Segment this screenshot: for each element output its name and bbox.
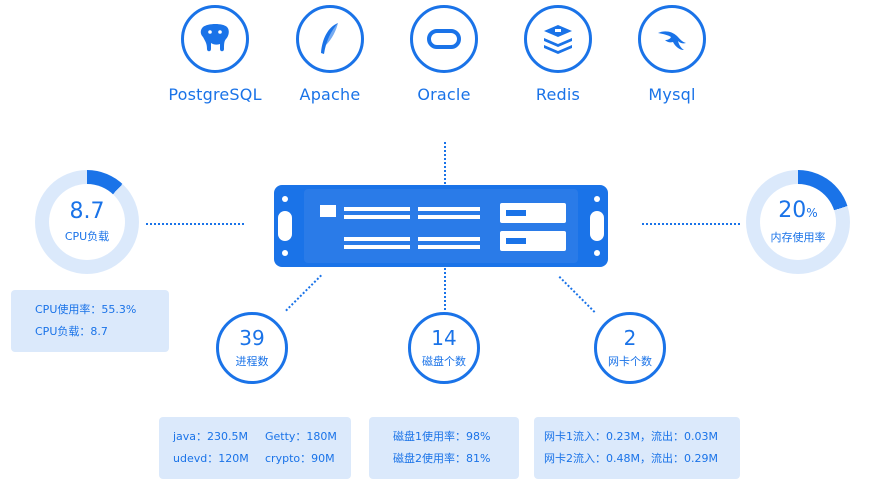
- postgresql-elephant-icon: [181, 5, 249, 73]
- nic-count: 2: [623, 326, 637, 350]
- service-label: Mysql: [648, 85, 696, 104]
- disk-details-panel: 磁盘1使用率：98% 磁盘2使用率：81%: [369, 417, 519, 479]
- service-oracle[interactable]: Oracle: [394, 5, 494, 104]
- oracle-ring-icon: [410, 5, 478, 73]
- disk-usage-item: 磁盘2使用率：81%: [393, 452, 491, 465]
- process-count-circle: 39 进程数: [216, 312, 288, 384]
- service-mysql[interactable]: Mysql: [622, 5, 722, 104]
- process-count-label: 进程数: [235, 355, 269, 368]
- memory-usage-label: 内存使用率: [770, 231, 826, 244]
- connector-services: [444, 142, 446, 184]
- cpu-load-gauge: 8.7 CPU负载: [35, 170, 139, 274]
- cpu-load-text: CPU负载：8.7: [35, 325, 108, 338]
- service-apache[interactable]: Apache: [280, 5, 380, 104]
- service-label: Redis: [535, 85, 581, 104]
- nic-traffic-item: 网卡1流入：0.23M，流出：0.03M: [544, 430, 718, 443]
- process-details-panel: java：230.5M Getty：180M udevd：120M crypto：9…: [159, 417, 351, 479]
- redis-stack-icon: [524, 5, 592, 73]
- process-item: java：230.5M: [173, 430, 249, 443]
- service-label: Apache: [299, 85, 361, 104]
- connector-disks: [444, 268, 446, 310]
- service-label: Oracle: [417, 85, 471, 104]
- disk-count: 14: [431, 326, 457, 350]
- nic-details-panel: 网卡1流入：0.23M，流出：0.03M 网卡2流入：0.48M，流出：0.29…: [534, 417, 740, 479]
- nic-traffic-item: 网卡2流入：0.48M，流出：0.29M: [544, 452, 718, 465]
- connector-memory: [642, 223, 740, 225]
- service-redis[interactable]: Redis: [508, 5, 608, 104]
- apache-feather-icon: [296, 5, 364, 73]
- memory-usage-gauge: 20% 内存使用率: [746, 170, 850, 274]
- disk-count-circle: 14 磁盘个数: [408, 312, 480, 384]
- cpu-details-panel: CPU使用率：55.3% CPU负载：8.7: [11, 290, 169, 352]
- server-icon: [274, 185, 608, 267]
- service-label: PostgreSQL: [168, 85, 262, 104]
- nic-count-circle: 2 网卡个数: [594, 312, 666, 384]
- process-count: 39: [239, 326, 265, 350]
- mysql-dolphin-icon: [638, 5, 706, 73]
- process-item: Getty：180M: [265, 430, 337, 443]
- cpu-load-label: CPU负载: [64, 230, 110, 243]
- service-postgresql[interactable]: PostgreSQL: [165, 5, 265, 104]
- memory-usage-value: 20%: [778, 198, 818, 223]
- connector-cpu: [146, 223, 244, 225]
- process-item: crypto：90M: [265, 452, 335, 465]
- disk-usage-item: 磁盘1使用率：98%: [393, 430, 491, 443]
- connector-nics: [558, 276, 596, 313]
- connector-processes: [285, 274, 322, 312]
- nic-count-label: 网卡个数: [608, 355, 652, 368]
- cpu-load-value: 8.7: [69, 199, 105, 224]
- cpu-usage-text: CPU使用率：55.3%: [35, 303, 137, 316]
- process-item: udevd：120M: [173, 452, 249, 465]
- disk-count-label: 磁盘个数: [422, 355, 466, 368]
